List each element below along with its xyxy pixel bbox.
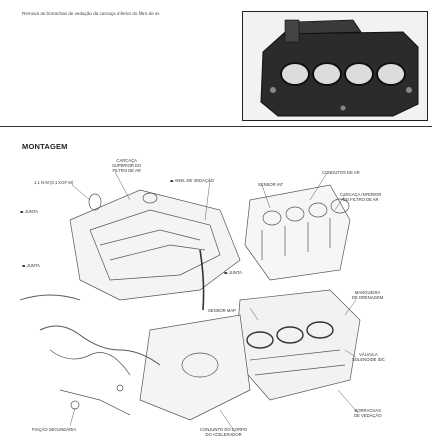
airbox-photo-image <box>243 12 427 120</box>
label-torque: 1,1 N·m (0,1 kgf·m) <box>34 180 74 185</box>
label-idc-valve: VÁLVULA SOLENÓIDE IDC <box>352 352 385 362</box>
label-drain-hose: MANGUEIRA DE DRENAGEM <box>352 290 384 300</box>
gasket-icon: ⬬ <box>224 270 229 275</box>
label-iat-sensor: SENSOR IAT <box>258 182 284 187</box>
label-secondary-harness: FIAÇÃO SECUNDÁRIA <box>32 427 77 432</box>
section-divider <box>0 126 432 127</box>
label-gasket-1: ⬬ JUNTA <box>20 209 38 214</box>
section-title: MONTAGEM <box>22 142 68 151</box>
label-gasket-3: ⬬ JUNTA <box>224 270 242 275</box>
label-throttle-body: CONJUNTO DO CORPO DO ACELERADOR <box>200 427 248 437</box>
label-upper-housing: CARCAÇA SUPERIOR DO FILTRO DE AR <box>112 158 142 173</box>
label-lower-housing: CARCAÇA INFERIOR DO FILTRO DE AR <box>340 192 382 202</box>
o-ring-icon: ⬬ <box>170 178 175 183</box>
exploded-view-diagram <box>19 171 361 433</box>
label-air-ducts: CONDUTOS DE AR <box>322 170 360 175</box>
instruction-text: Remova as borrachas de vedação da carcaç… <box>22 11 161 16</box>
gasket-icon: ⬬ <box>22 263 27 268</box>
airbox-photo <box>242 11 428 121</box>
label-gasket-2: ⬬ JUNTA <box>22 263 40 268</box>
label-o-ring: ⬬ ANEL DE VEDAÇÃO <box>170 178 214 183</box>
gasket-icon: ⬬ <box>20 209 25 214</box>
label-rubber-seals: BORRACHAS DE VEDAÇÃO <box>354 408 382 418</box>
label-map-sensor: SENSOR MAP <box>208 308 236 313</box>
